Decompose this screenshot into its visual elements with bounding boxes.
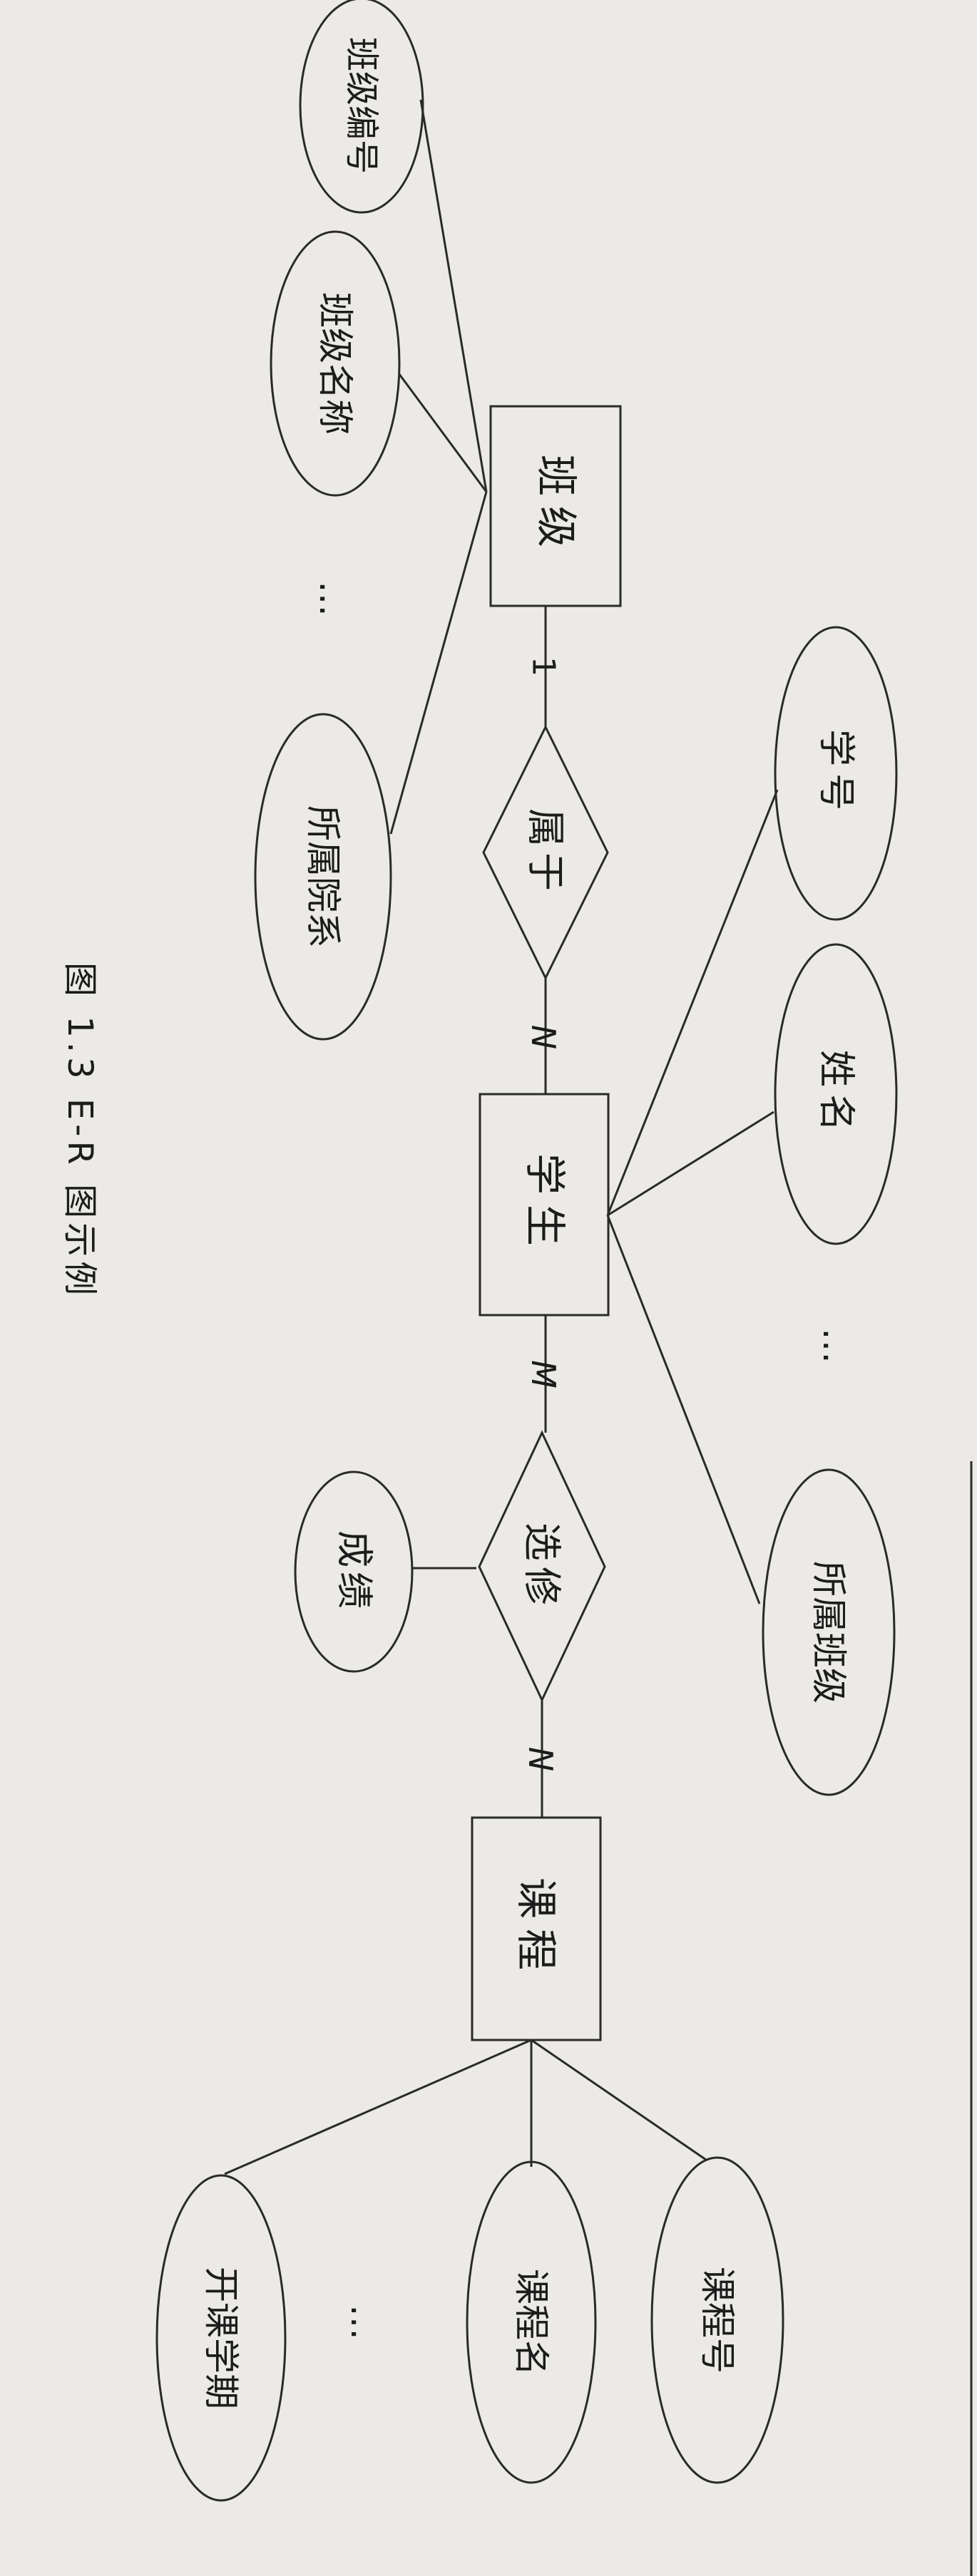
attr-grade-label: 成绩 — [332, 1530, 375, 1613]
attr-course-name-ellipse — [466, 2160, 597, 2484]
line-student-class — [606, 1215, 761, 1604]
attr-course-term-ellipse — [155, 2174, 287, 2502]
entity-student-box — [479, 1093, 610, 1317]
relationship-enrolls-label: 选修 — [520, 1523, 565, 1611]
figure-caption: 图 1.3 E-R 图示例 — [60, 962, 100, 1299]
attr-student-name-ellipse — [774, 943, 898, 1245]
entity-student-label: 学生 — [521, 1153, 569, 1256]
attr-student-class-label: 所属班级 — [808, 1561, 849, 1704]
relationship-belongs-label: 属于 — [523, 808, 568, 897]
attr-course-name-label: 课程名 — [511, 2269, 552, 2376]
attr-class-name-label: 班级名称 — [314, 292, 356, 435]
attr-student-name-label: 姓名 — [814, 1050, 857, 1138]
relationship-belongs-diamond — [482, 724, 609, 981]
attr-course-id-label: 课程号 — [697, 2267, 738, 2374]
line-course-id — [531, 2039, 707, 2161]
attr-class-id-label: 班级编号 — [342, 37, 382, 174]
cardinality-student-enroll-side: M — [524, 1360, 563, 1389]
relationship-enrolls-diamond — [478, 1430, 606, 1703]
attr-grade-ellipse — [294, 1470, 414, 1673]
attr-student-class-ellipse — [762, 1468, 896, 1796]
cardinality-student-belongs-side: N — [524, 1025, 563, 1049]
cardinality-course-side: N — [521, 1747, 560, 1771]
attr-student-more-label: … — [815, 1328, 856, 1366]
attr-course-term-label: 开课学期 — [200, 2267, 242, 2409]
attr-class-more-label: … — [312, 581, 353, 619]
line-class-name — [398, 373, 488, 493]
line-class-id — [419, 99, 488, 493]
entity-course-box — [471, 1816, 602, 2041]
line-student-name — [607, 1111, 774, 1217]
entity-class-box — [489, 405, 622, 607]
entity-class-label: 班级 — [532, 455, 580, 557]
entity-course-label: 课程 — [512, 1877, 561, 1980]
attr-department-label: 所属院系 — [302, 805, 344, 948]
attr-course-more-label: … — [343, 2304, 384, 2343]
line-student-id — [606, 789, 779, 1216]
attr-class-id-ellipse — [299, 0, 424, 214]
attr-student-id-label: 学号 — [814, 729, 857, 818]
attr-student-id-ellipse — [774, 626, 898, 921]
connectors — [224, 99, 779, 2175]
line-department — [389, 491, 488, 835]
cardinality-class-side: 1 — [526, 656, 562, 676]
attr-class-name-ellipse — [270, 230, 401, 497]
attr-course-id-ellipse — [650, 2156, 784, 2484]
line-course-term — [224, 2039, 532, 2175]
attr-department-ellipse — [254, 713, 392, 1041]
